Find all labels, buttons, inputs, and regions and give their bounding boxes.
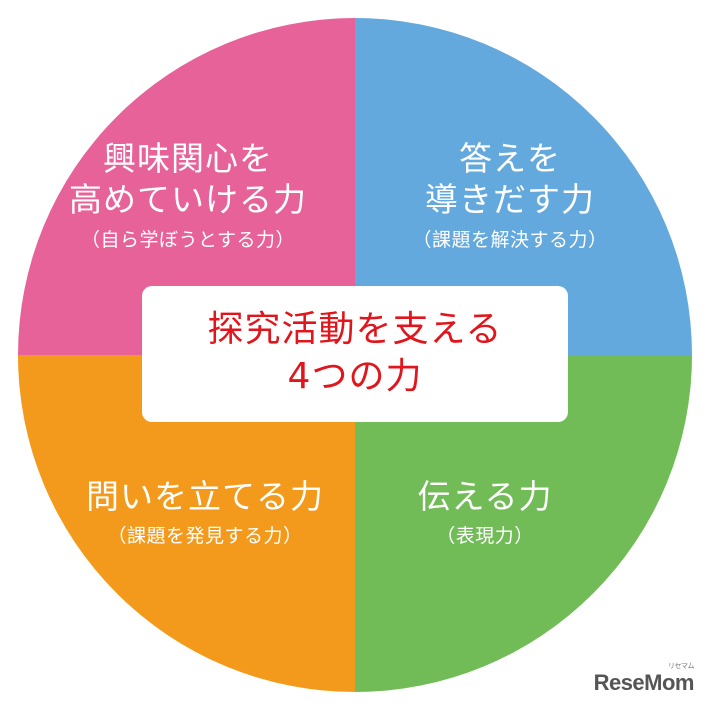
top-right-title-line1: 答えを: [459, 139, 561, 178]
top-right-label: 答えを 導きだす力 （課題を解決する力）: [360, 138, 660, 252]
top-right-subtitle: （課題を解決する力）: [412, 228, 608, 251]
bottom-left-title: 問いを立てる力: [86, 477, 324, 516]
top-right-title-line2: 導きだす力: [425, 180, 595, 220]
quadrant-top-right: [355, 18, 692, 355]
center-title-line2: 4つの力: [287, 356, 423, 397]
bottom-right-title: 伝える力: [417, 477, 553, 516]
bottom-left-label: 問いを立てる力 （課題を発見する力）: [60, 476, 350, 549]
logo-text: ReseMom: [593, 670, 695, 695]
top-left-title-line1: 興味関心を: [103, 139, 273, 178]
center-label-box: 探究活動を支える 4つの力: [142, 286, 568, 422]
bottom-left-subtitle: （課題を発見する力）: [107, 525, 303, 548]
quadrant-top-left: [18, 18, 355, 355]
logo-kana: リセマム: [668, 663, 695, 670]
top-left-label: 興味関心を 高めていける力 （自ら学ぼうとする力）: [38, 138, 338, 252]
top-left-title-line2: 高めていける力: [69, 180, 307, 220]
quadrant-bottom-left: [18, 355, 355, 692]
center-title-line1: 探究活動を支える: [207, 309, 503, 351]
bottom-right-label: 伝える力 （表現力）: [340, 476, 630, 549]
resemom-logo: ReseMom リセマム: [593, 663, 695, 696]
quadrant-bottom-right: [355, 355, 692, 692]
bottom-right-subtitle: （表現力）: [436, 525, 534, 548]
top-left-subtitle: （自ら学ぼうとする力）: [81, 228, 295, 251]
